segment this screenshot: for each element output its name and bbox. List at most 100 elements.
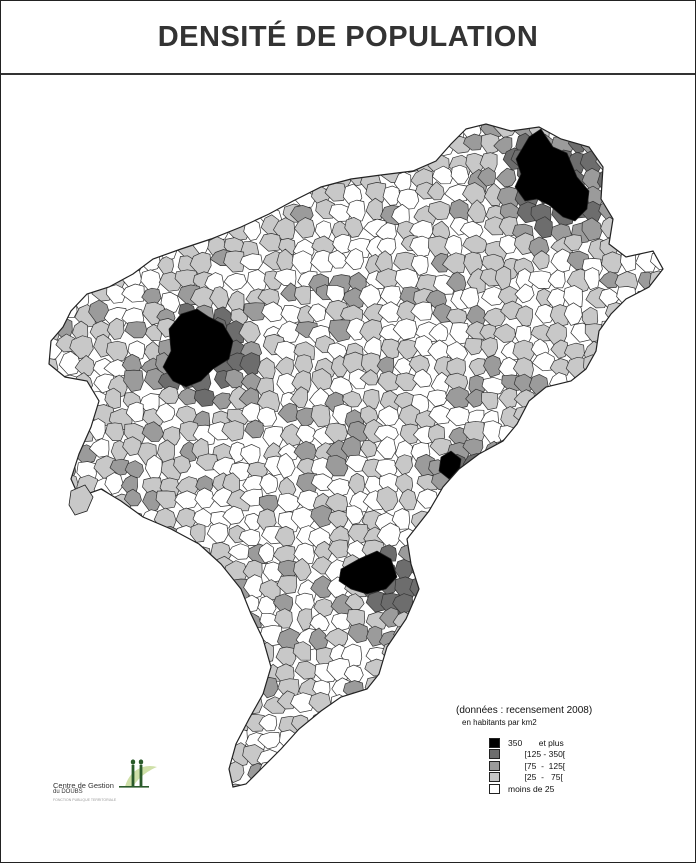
commune bbox=[223, 272, 248, 291]
commune bbox=[565, 628, 584, 649]
logo-centre-gestion: Centre de Gestion du DOUBS FONCTION PUBL… bbox=[53, 757, 173, 809]
commune bbox=[194, 487, 215, 509]
commune bbox=[238, 320, 261, 344]
commune bbox=[127, 731, 148, 751]
commune bbox=[141, 119, 159, 120]
commune bbox=[514, 596, 537, 615]
legend-item: [125 - 350[ bbox=[489, 749, 646, 761]
commune bbox=[49, 304, 58, 322]
commune bbox=[153, 692, 177, 713]
commune bbox=[59, 645, 83, 669]
commune bbox=[189, 523, 206, 543]
commune bbox=[276, 248, 294, 275]
commune bbox=[212, 124, 236, 143]
commune bbox=[275, 356, 294, 377]
commune bbox=[327, 729, 350, 750]
commune bbox=[375, 222, 397, 243]
commune bbox=[227, 148, 247, 169]
commune bbox=[290, 778, 312, 787]
commune bbox=[620, 493, 640, 514]
commune bbox=[41, 133, 42, 152]
commune bbox=[229, 644, 248, 664]
commune bbox=[445, 504, 466, 524]
commune bbox=[49, 624, 59, 648]
commune bbox=[274, 780, 295, 787]
commune bbox=[511, 626, 533, 650]
commune bbox=[138, 614, 161, 633]
commune bbox=[330, 694, 348, 716]
commune bbox=[665, 256, 666, 279]
commune bbox=[398, 488, 418, 511]
commune bbox=[655, 540, 663, 562]
commune bbox=[256, 406, 278, 427]
commune bbox=[279, 423, 302, 448]
commune bbox=[633, 560, 654, 579]
commune bbox=[652, 352, 663, 375]
commune bbox=[172, 129, 194, 151]
commune bbox=[41, 119, 56, 120]
commune bbox=[484, 613, 502, 632]
commune bbox=[432, 589, 454, 611]
commune bbox=[108, 233, 129, 254]
commune bbox=[227, 681, 245, 700]
commune bbox=[581, 488, 602, 512]
commune bbox=[49, 170, 58, 189]
commune bbox=[244, 198, 265, 220]
commune bbox=[295, 592, 315, 611]
commune bbox=[106, 124, 130, 142]
commune bbox=[73, 147, 94, 166]
commune bbox=[172, 224, 190, 241]
commune bbox=[53, 727, 75, 749]
commune bbox=[49, 698, 60, 720]
commune bbox=[93, 645, 112, 669]
commune bbox=[144, 454, 163, 481]
commune bbox=[53, 675, 77, 701]
commune-grid bbox=[41, 119, 666, 799]
commune bbox=[513, 426, 538, 448]
commune bbox=[584, 798, 606, 799]
commune bbox=[631, 217, 650, 240]
commune bbox=[89, 712, 113, 738]
commune bbox=[431, 506, 458, 525]
commune bbox=[241, 657, 266, 676]
commune bbox=[107, 558, 130, 580]
commune bbox=[344, 593, 365, 611]
commune bbox=[72, 611, 90, 632]
commune bbox=[211, 205, 234, 227]
commune bbox=[327, 249, 348, 269]
commune bbox=[648, 374, 663, 394]
commune bbox=[598, 507, 616, 531]
commune bbox=[225, 186, 249, 211]
commune bbox=[293, 341, 315, 361]
commune bbox=[258, 677, 279, 699]
commune bbox=[567, 521, 586, 540]
commune bbox=[41, 356, 42, 373]
commune bbox=[379, 124, 398, 141]
commune bbox=[445, 386, 470, 410]
commune bbox=[568, 659, 591, 680]
commune bbox=[276, 452, 296, 479]
commune bbox=[291, 250, 313, 274]
commune bbox=[636, 169, 657, 187]
commune bbox=[648, 715, 663, 738]
commune bbox=[601, 557, 623, 580]
commune bbox=[513, 673, 531, 698]
commune bbox=[326, 342, 348, 360]
commune bbox=[295, 407, 316, 428]
commune bbox=[121, 692, 140, 714]
commune bbox=[224, 632, 245, 653]
commune bbox=[205, 136, 225, 154]
commune bbox=[498, 592, 519, 610]
commune bbox=[581, 458, 599, 479]
commune bbox=[480, 796, 498, 799]
commune bbox=[49, 216, 56, 237]
commune bbox=[391, 508, 411, 530]
commune bbox=[600, 609, 621, 630]
commune bbox=[222, 505, 245, 525]
commune bbox=[224, 796, 243, 799]
commune bbox=[71, 269, 90, 291]
commune bbox=[496, 455, 516, 479]
commune bbox=[310, 249, 334, 273]
commune bbox=[311, 730, 329, 749]
